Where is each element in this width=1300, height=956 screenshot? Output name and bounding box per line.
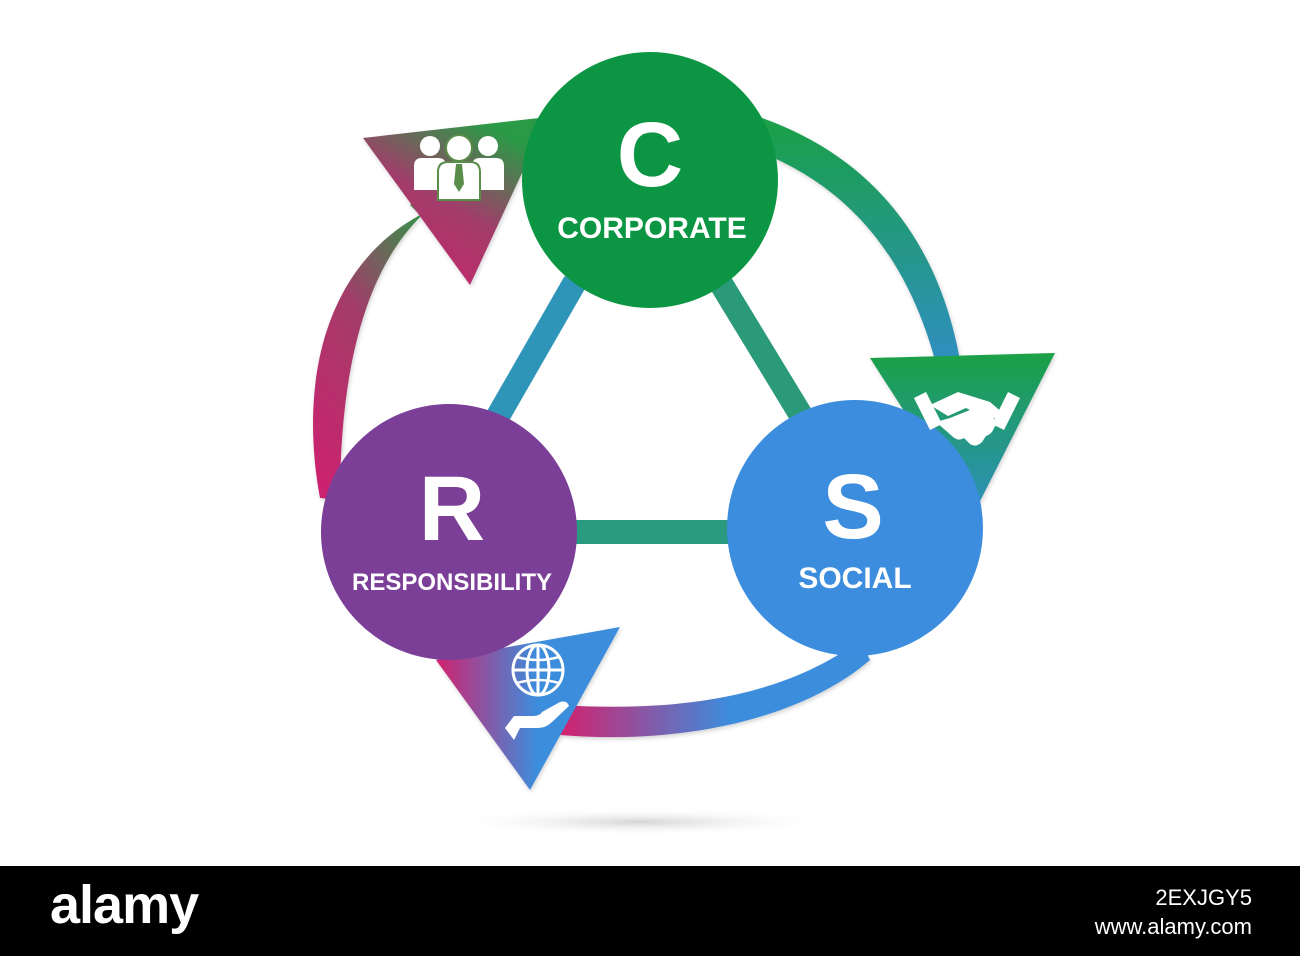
alamy-logo: alamy [50,875,199,935]
node-social: S SOCIAL [727,400,983,656]
source-url: www.alamy.com [1094,914,1252,939]
node-corporate-label: CORPORATE [557,212,746,245]
connector-corporate-social [709,275,821,437]
node-responsibility-label: RESPONSIBILITY [352,569,552,596]
node-social-label: SOCIAL [798,562,911,595]
arrow-social-to-responsibility [436,627,870,790]
image-meta: 2EXJGY5 www.alamy.com [1095,884,1252,942]
business-team-icon [414,134,504,201]
globe-in-hand-icon [505,643,569,740]
node-responsibility: R RESPONSIBILITY [321,404,577,660]
node-corporate-letter: C [617,104,683,206]
csr-cycle-diagram: C CORPORATE S SOCIAL R RESPONSIBILITY [313,52,1055,836]
connector-corporate-responsibility [479,276,586,436]
node-social-letter: S [822,456,883,558]
floor-shadow [440,808,840,836]
handshake-icon [914,392,1020,446]
image-id: 2EXJGY5 [1155,885,1252,910]
node-corporate: C CORPORATE [522,52,778,308]
node-responsibility-letter: R [419,458,485,560]
watermark-footer: alamy 2EXJGY5 www.alamy.com [0,866,1300,956]
